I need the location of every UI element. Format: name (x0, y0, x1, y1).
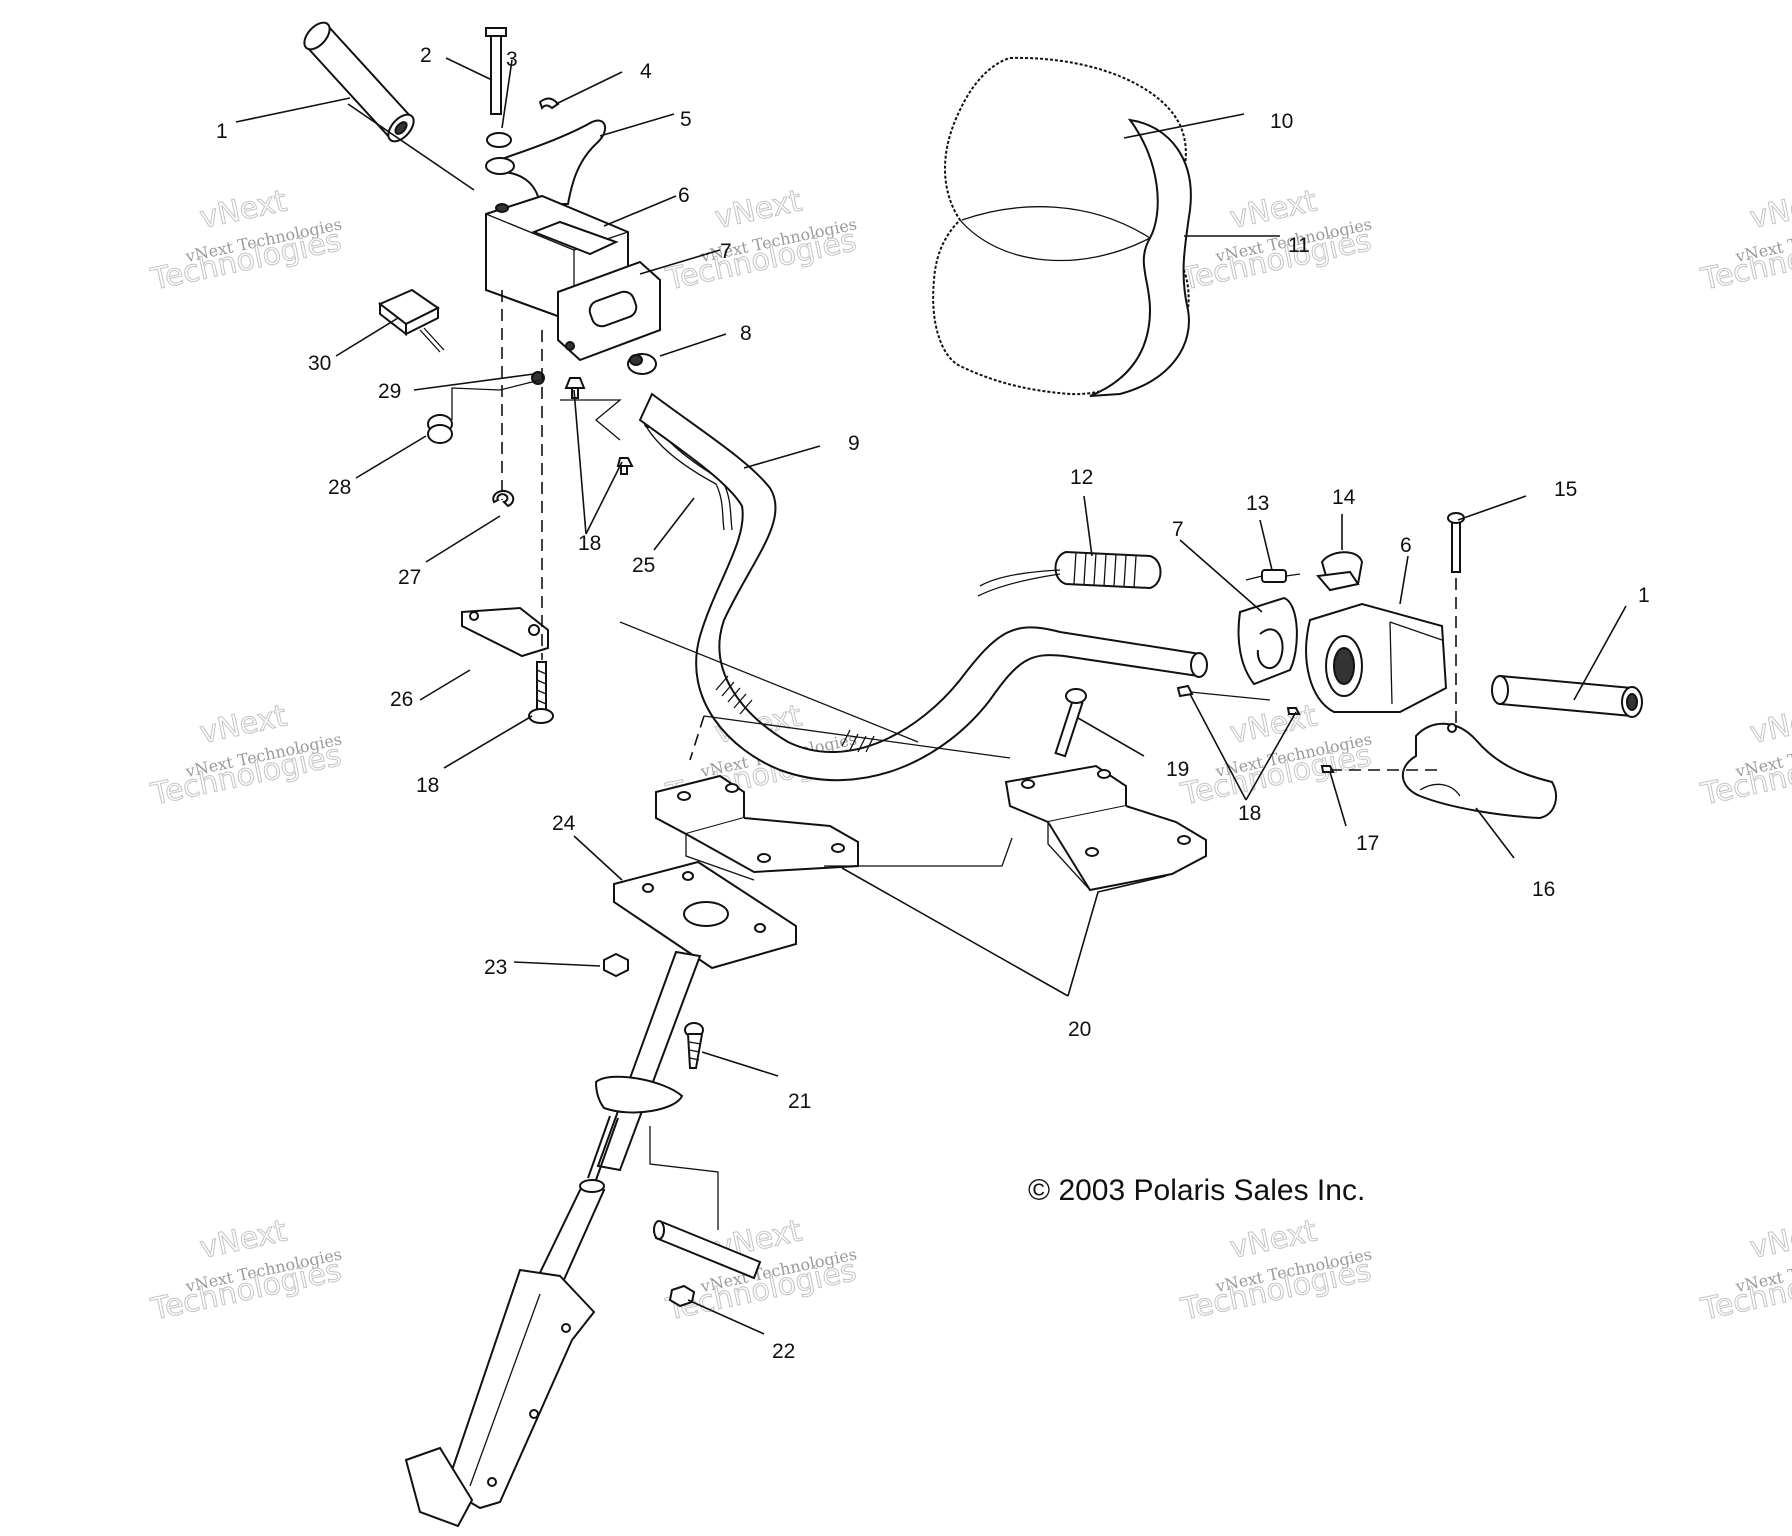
part-clip (538, 97, 560, 111)
callout-9: 9 (848, 432, 860, 455)
part-e-clip (492, 489, 515, 508)
leader-lines (235, 57, 1627, 1335)
part-screw (564, 377, 586, 399)
callout-30: 30 (308, 352, 331, 375)
callout-5: 5 (680, 108, 692, 131)
assembly-line (824, 837, 1013, 867)
watermark: vNext vNext Technologies Technologies (1697, 698, 1792, 813)
part-grip-warmer (977, 550, 1162, 597)
part-connector (1245, 569, 1301, 583)
svg-text:Technologies: Technologies (1698, 223, 1792, 298)
part-grommet (427, 414, 453, 444)
assembly-line (689, 715, 705, 761)
callout-17: 17 (1356, 832, 1379, 855)
assembly-line (560, 399, 622, 441)
callout-15: 15 (1554, 478, 1577, 501)
callout-22: 22 (772, 1340, 795, 1363)
callout-1: 1 (1638, 584, 1650, 607)
callout-labels: 1 2 3 4 5 6 7 8 9 10 11 12 13 14 15 7 6 … (216, 44, 1650, 1363)
callout-23: 23 (484, 956, 507, 979)
callout-18: 18 (1238, 802, 1261, 825)
callout-21: 21 (788, 1090, 811, 1113)
callout-14: 14 (1332, 486, 1356, 509)
callout-18: 18 (578, 532, 601, 555)
part-screw (1320, 765, 1335, 773)
part-bracket-plate (461, 606, 549, 658)
svg-text:vNext: vNext (1747, 698, 1792, 751)
part-steering-column (404, 950, 702, 1528)
part-screw (1176, 684, 1194, 698)
callout-8: 8 (740, 322, 752, 345)
part-housing-cover-right (1237, 596, 1298, 686)
assembly-line (1189, 691, 1271, 701)
callout-7: 7 (1172, 518, 1184, 541)
callout-24: 24 (552, 812, 576, 835)
callout-11: 11 (1288, 234, 1310, 257)
callout-28: 28 (328, 476, 351, 499)
callout-16: 16 (1532, 878, 1555, 901)
callout-13: 13 (1246, 492, 1269, 515)
svg-text:Technologies: Technologies (1698, 1253, 1792, 1328)
watermark: vNext vNext Technologies Technologies (1697, 183, 1792, 298)
callout-3: 3 (506, 48, 518, 71)
part-clamp-bolt (1054, 688, 1087, 758)
part-handlebar (619, 392, 1208, 782)
callout-7: 7 (720, 240, 732, 263)
assembly-line (451, 379, 541, 420)
part-switch (378, 288, 445, 353)
callout-25: 25 (632, 554, 655, 577)
part-screw (1286, 707, 1301, 715)
watermark: vNext vNext Technologies Technologies (147, 183, 345, 298)
part-grip-right (1491, 674, 1643, 718)
part-throttle-lever (485, 119, 607, 205)
part-housing-right (1305, 602, 1448, 713)
callout-10: 10 (1270, 110, 1293, 133)
part-pin (485, 27, 507, 115)
part-nut (603, 952, 629, 978)
part-bolt (528, 661, 554, 724)
assembly-line (703, 715, 1011, 759)
callout-1: 1 (216, 120, 228, 143)
callout-2: 2 (420, 44, 432, 67)
svg-text:vNext: vNext (1747, 1213, 1792, 1266)
part-brake-lever (1401, 722, 1557, 820)
callout-12: 12 (1070, 466, 1093, 489)
svg-text:vNext: vNext (1747, 183, 1792, 236)
part-column-screw (684, 1022, 704, 1069)
part-housing-cover (557, 260, 661, 362)
callout-29: 29 (378, 380, 401, 403)
part-pin-right (1447, 512, 1465, 573)
part-button (1316, 551, 1364, 592)
callout-19: 19 (1166, 758, 1189, 781)
part-plug (627, 353, 657, 375)
callout-6: 6 (1400, 534, 1412, 557)
callout-18: 18 (416, 774, 439, 797)
svg-text:Technologies: Technologies (1698, 738, 1792, 813)
copyright-notice: © 2003 Polaris Sales Inc. (1028, 1174, 1365, 1207)
part-handlebar-pad (932, 56, 1192, 397)
assembly-line (649, 1126, 719, 1230)
callout-4: 4 (640, 60, 652, 83)
watermark: vNext vNext Technologies Technologies (1177, 1213, 1375, 1328)
callout-6: 6 (678, 184, 690, 207)
part-steering-plate (613, 860, 797, 970)
callout-26: 26 (390, 688, 413, 711)
part-clamp-lower (655, 774, 859, 881)
watermark: vNext vNext Technologies Technologies (147, 698, 345, 813)
part-clamp-upper (1004, 764, 1207, 892)
part-grip-left (303, 21, 415, 143)
part-washer (486, 132, 512, 148)
callout-20: 20 (1068, 1018, 1091, 1041)
watermark: vNext vNext Technologies Technologies (147, 1213, 345, 1328)
part-column-pin (653, 1220, 762, 1308)
callout-27: 27 (398, 566, 421, 589)
watermark: vNext vNext Technologies Technologies (1697, 1213, 1792, 1328)
